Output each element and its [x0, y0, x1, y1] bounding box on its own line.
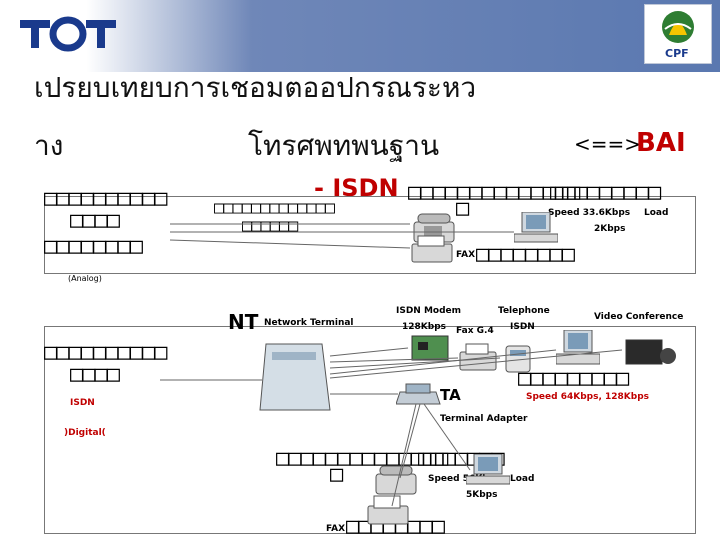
isdn-bottom-load: Load [510, 474, 535, 484]
isdn-tag: ISDN [70, 398, 95, 408]
isdn-right-boxes: □□□□□□□□□ [518, 366, 629, 391]
computer-icon [514, 212, 558, 243]
cpf-logo: CPF [644, 4, 712, 64]
analog-fax-boxes: □□□□□□□□ [476, 242, 575, 267]
digital-tag: )Digital( [64, 428, 106, 438]
video-conference-icon [625, 339, 676, 365]
analog-mid-label-2: □□□□□□ [242, 216, 298, 236]
analog-left-label-2: □□□□ [70, 208, 120, 233]
analog-left-label-3: □□□□□□□□ [44, 234, 143, 259]
analog-left-label-1: □□□□□□□□□□ [44, 186, 167, 211]
isdn-bottom-fax-icon [367, 495, 409, 525]
fax-g4-label: Fax G.4 [456, 326, 494, 336]
analog-right-top-boxes-2: □ [456, 196, 469, 221]
cpf-leaf-icon [662, 11, 694, 43]
title-isdn: - ISDN [314, 174, 399, 202]
isdn-bottom-speed: Speed 56Kbps [428, 474, 501, 484]
isdn-frame [44, 326, 696, 534]
isdn-modem-speed: 128Kbps [402, 322, 447, 332]
isdn-telephone-type: ISDN [510, 322, 535, 332]
title-line2-start: าง [34, 129, 64, 162]
isdn-bottom-boxes-1: □□□□□□□□□□□□□□ [276, 446, 448, 471]
analog-fax-label: FAX [456, 250, 476, 260]
isdn-bottom-boxes-1b: □ [330, 462, 343, 487]
isdn-left-label-2: □□□□ [70, 362, 120, 387]
ta-desc: Terminal Adapter [440, 414, 528, 424]
ta-label: TA [440, 386, 461, 404]
isdn-telephone-label: Telephone [498, 306, 550, 316]
analog-right-boxes-b: □□□□□□□□□ [550, 180, 661, 205]
isdn-modem-icon [411, 335, 449, 361]
header-band [0, 0, 720, 72]
ta-line-computer [423, 403, 471, 471]
title-line1: เปรยบเทยบการเชอมตออปกรณระหว [34, 71, 477, 104]
title-bai: BAI [636, 128, 686, 158]
analog-speed: Speed 33.6Kbps [548, 208, 631, 218]
title-line2-mid: โทรศพทพนฐาน [248, 129, 440, 162]
isdn-line-fax [329, 357, 459, 363]
title-arrow: <==> [574, 132, 642, 156]
isdn-line-modem [329, 347, 409, 357]
analog-mid-label-1: □□□□□□□□□□□□□ [214, 198, 335, 218]
terminal-adapter-icon [396, 383, 441, 405]
fax-g4-icon [459, 343, 497, 371]
nt-device-icon [259, 343, 331, 411]
nt-label: NT [228, 310, 259, 334]
isdn-right-speed: Speed 64Kbps, 128Kbps [526, 392, 650, 402]
fax-machine-icon [411, 235, 453, 263]
tot-logo [18, 10, 118, 56]
analog-line-fax [169, 239, 411, 249]
isdn-modem-label: ISDN Modem [396, 306, 462, 316]
isdn-left-label-1: □□□□□□□□□□ [44, 340, 167, 365]
isdn-bottom-telephone-icon [375, 465, 417, 495]
analog-right-top-boxes: □□□□□□□□□□□□□□ [408, 180, 580, 205]
analog-load: Load [644, 208, 669, 218]
ta-line-fax [391, 403, 417, 507]
isdn-fax-label: FAX [326, 524, 346, 534]
nt-desc: Network Terminal [264, 318, 354, 328]
analog-tag: (Analog) [68, 274, 102, 283]
cpf-logo-text: CPF [665, 47, 689, 60]
isdn-line-video [329, 349, 623, 379]
analog-frame [44, 196, 696, 274]
tot-logo-icon [20, 16, 116, 52]
ta-line-phone [399, 403, 421, 479]
isdn-line-computer [329, 349, 557, 375]
isdn-bottom-computer-icon [466, 454, 510, 485]
isdn-line-phone [329, 357, 501, 369]
video-conference-label: Video Conference [594, 312, 684, 322]
isdn-computer-icon [556, 330, 600, 365]
analog-rate: 2Kbps [594, 224, 626, 234]
isdn-bottom-rate: 5Kbps [466, 490, 498, 500]
